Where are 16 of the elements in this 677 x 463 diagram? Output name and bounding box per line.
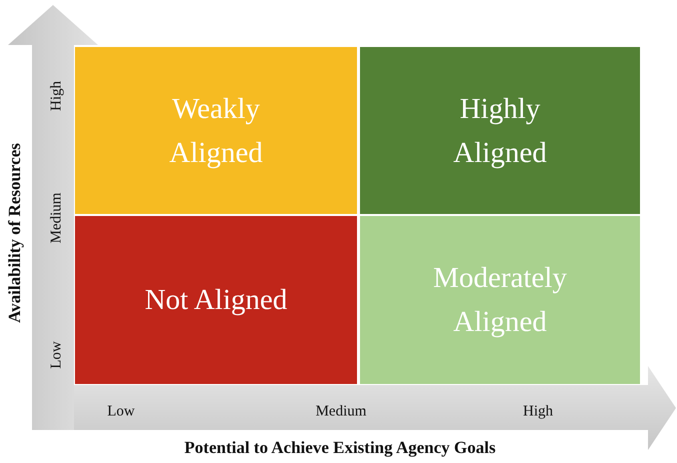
tick-label: Low (107, 404, 135, 420)
tick-label: High (48, 81, 66, 111)
quadrant-label: Weakly Aligned (168, 92, 264, 170)
tick-label: Medium (316, 404, 366, 420)
quadrant-box (75, 47, 357, 214)
tick-label: High (523, 404, 553, 420)
axis-title: Potential to Achieve Existing Agency Goals (184, 438, 496, 458)
quadrant-label: Not Aligned (144, 283, 288, 318)
tick-label: Medium (48, 192, 66, 244)
tick-label: Low (48, 341, 66, 369)
axis-title: Availability of Resources (5, 143, 25, 323)
quadrant-box (360, 47, 640, 214)
quadrant-label: Moderately Aligned (432, 261, 568, 340)
quadrant-box (75, 216, 357, 384)
quadrant-box (360, 216, 640, 384)
quadrant-label: Highly Aligned (452, 92, 548, 170)
